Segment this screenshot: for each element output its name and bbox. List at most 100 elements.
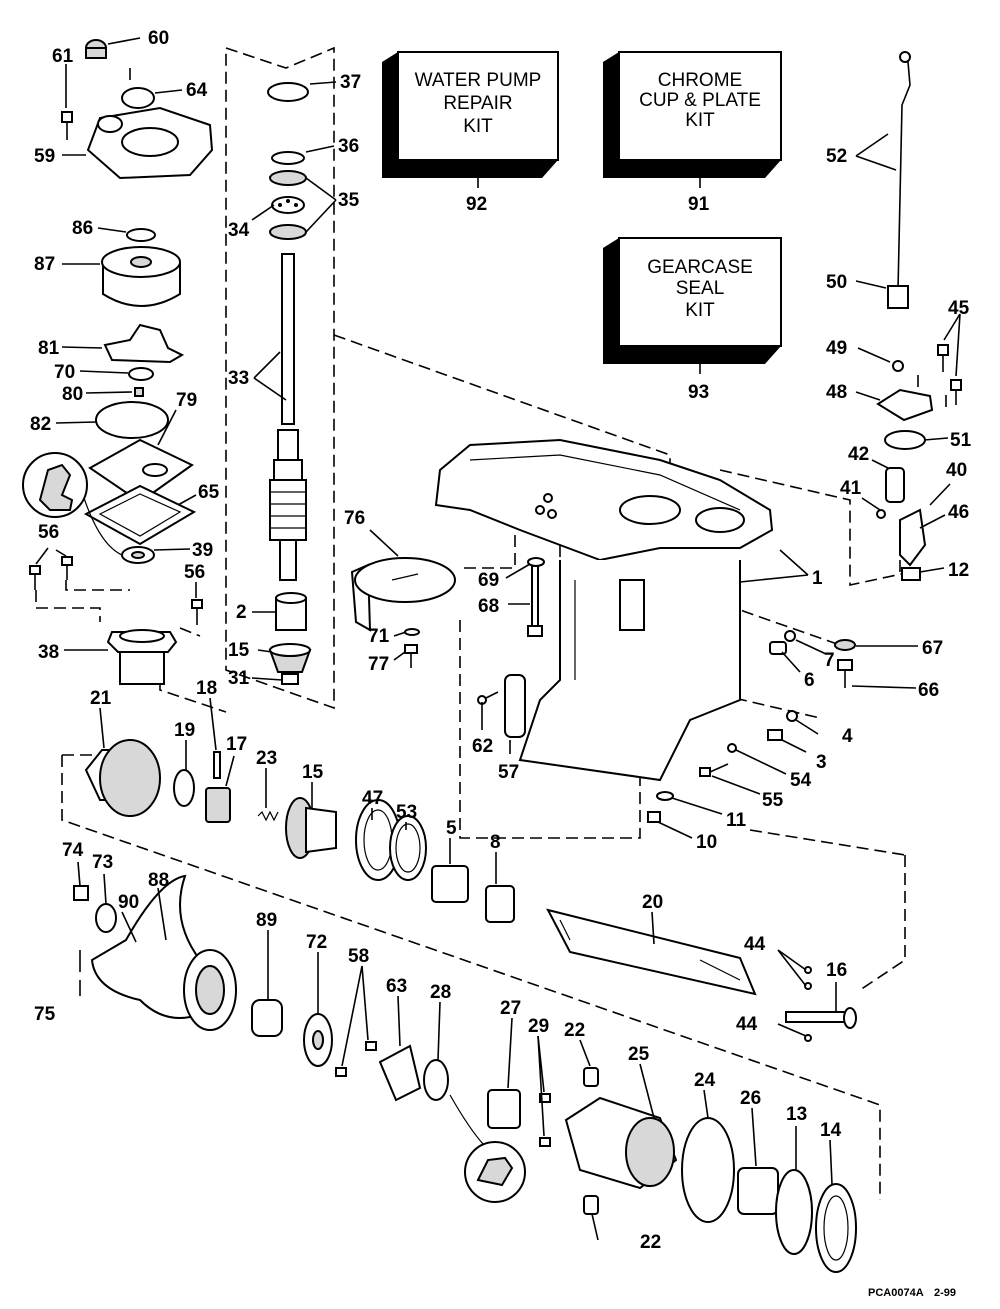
lower-gear-parts <box>73 739 857 1273</box>
callout-44a: 44 <box>744 934 766 955</box>
callout-18: 18 <box>196 678 217 699</box>
callout-92: 92 <box>466 194 487 215</box>
kit-91-line-1: CHROME <box>658 70 742 91</box>
callout-24: 24 <box>694 1070 716 1091</box>
callout-38: 38 <box>38 642 59 663</box>
callout-5: 5 <box>446 818 457 839</box>
water-pump-parts <box>22 39 214 685</box>
callout-39: 39 <box>192 540 213 561</box>
callout-41: 41 <box>840 478 862 499</box>
callout-37: 37 <box>340 72 361 93</box>
callout-87: 87 <box>34 254 55 275</box>
callout-48: 48 <box>826 382 847 403</box>
leader-lines <box>35 37 961 1241</box>
callout-71: 71 <box>368 626 390 647</box>
callout-88: 88 <box>148 870 169 891</box>
callout-79: 79 <box>176 390 197 411</box>
callout-56b: 56 <box>184 562 205 583</box>
callout-81: 81 <box>38 338 60 359</box>
callout-58: 58 <box>348 946 369 967</box>
kit-92-line-3: KIT <box>463 116 493 137</box>
callout-36: 36 <box>338 136 359 157</box>
callout-42: 42 <box>848 444 869 465</box>
callout-28: 28 <box>430 982 451 1003</box>
callout-60: 60 <box>148 28 169 49</box>
callout-4: 4 <box>842 726 853 747</box>
callout-50: 50 <box>826 272 847 293</box>
callout-12: 12 <box>948 560 969 581</box>
callout-77: 77 <box>368 654 389 675</box>
callout-74: 74 <box>62 840 84 861</box>
callout-56a: 56 <box>38 522 59 543</box>
kit-92-line-1: WATER PUMP <box>415 70 542 91</box>
callout-31: 31 <box>228 668 250 689</box>
gearcase-housing <box>350 438 774 782</box>
kit-91-line-2: CUP & PLATE <box>639 90 761 111</box>
callout-34: 34 <box>228 220 250 241</box>
callout-68: 68 <box>478 596 499 617</box>
callout-8: 8 <box>490 832 501 853</box>
callout-70: 70 <box>54 362 75 383</box>
callout-15b: 15 <box>302 762 324 783</box>
group-dashed-lines <box>35 46 947 1200</box>
callout-6: 6 <box>804 670 815 691</box>
callout-25: 25 <box>628 1044 650 1065</box>
callout-19: 19 <box>174 720 195 741</box>
callout-52: 52 <box>826 146 847 167</box>
kit-92-line-2: REPAIR <box>443 93 512 114</box>
callout-89: 89 <box>256 910 277 931</box>
callout-33: 33 <box>228 368 249 389</box>
kit-93-line-1: GEARCASE <box>647 257 753 278</box>
callout-51: 51 <box>950 430 972 451</box>
callout-16: 16 <box>826 960 847 981</box>
kit-box-gearcase-seal: GEARCASE SEAL KIT 93 <box>603 237 782 403</box>
callout-2: 2 <box>236 602 247 623</box>
callout-22b: 22 <box>640 1232 661 1253</box>
shift-linkage-parts <box>647 51 962 823</box>
callout-72: 72 <box>306 932 327 953</box>
callout-86: 86 <box>72 218 93 239</box>
callout-61: 61 <box>52 46 74 67</box>
callout-13: 13 <box>786 1104 807 1125</box>
drawing-code: PCA0074A <box>868 1287 924 1299</box>
kit-91-line-3: KIT <box>685 110 715 131</box>
callout-73: 73 <box>92 852 113 873</box>
callout-29: 29 <box>528 1016 549 1037</box>
kit-93-line-3: KIT <box>685 300 715 321</box>
callout-93: 93 <box>688 382 709 403</box>
callout-66: 66 <box>918 680 939 701</box>
callout-44b: 44 <box>736 1014 758 1035</box>
callout-64: 64 <box>186 80 208 101</box>
kit-box-chrome-cup: CHROME CUP & PLATE KIT 91 <box>603 51 782 215</box>
callout-20: 20 <box>642 892 663 913</box>
callout-63: 63 <box>386 976 407 997</box>
callout-65: 65 <box>198 482 220 503</box>
callout-11: 11 <box>726 810 747 831</box>
callout-numbers: 60 61 64 59 86 87 81 70 80 82 79 65 39 5… <box>30 28 972 1253</box>
callout-90: 90 <box>118 892 139 913</box>
callout-59: 59 <box>34 146 55 167</box>
kit-93-line-2: SEAL <box>676 278 725 299</box>
callout-26: 26 <box>740 1088 761 1109</box>
callout-27: 27 <box>500 998 521 1019</box>
callout-82: 82 <box>30 414 51 435</box>
callout-49: 49 <box>826 338 847 359</box>
callout-10: 10 <box>696 832 717 853</box>
callout-3: 3 <box>816 752 827 773</box>
driveshaft-parts <box>267 82 312 685</box>
callout-1: 1 <box>812 568 823 589</box>
callout-76: 76 <box>344 508 365 529</box>
callout-7: 7 <box>824 650 835 671</box>
callout-22a: 22 <box>564 1020 585 1041</box>
callout-46: 46 <box>948 502 969 523</box>
callout-15a: 15 <box>228 640 250 661</box>
callout-23: 23 <box>256 748 277 769</box>
callout-54: 54 <box>790 770 812 791</box>
callout-17: 17 <box>226 734 247 755</box>
drawing-date: 2-99 <box>934 1287 956 1299</box>
callout-62: 62 <box>472 736 493 757</box>
callout-14: 14 <box>820 1120 842 1141</box>
callout-45: 45 <box>948 298 970 319</box>
callout-40: 40 <box>946 460 967 481</box>
